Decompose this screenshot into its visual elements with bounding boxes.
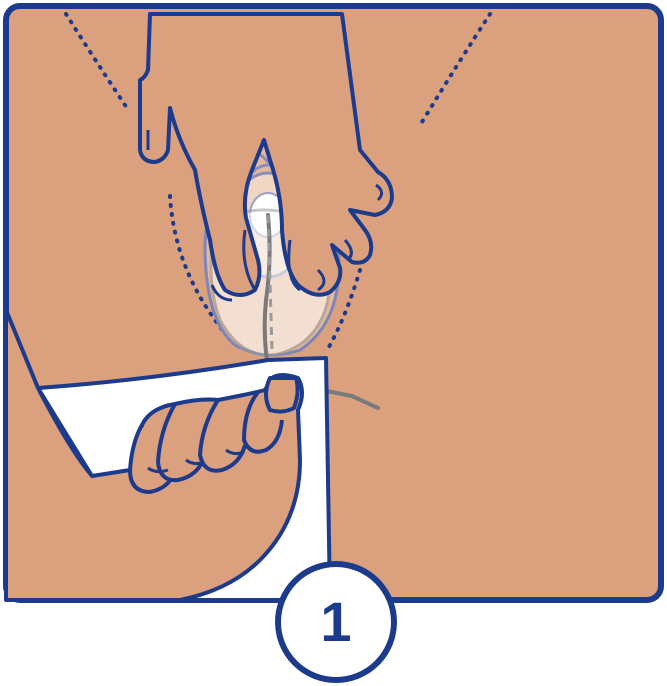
step-number: 1 <box>276 562 396 682</box>
